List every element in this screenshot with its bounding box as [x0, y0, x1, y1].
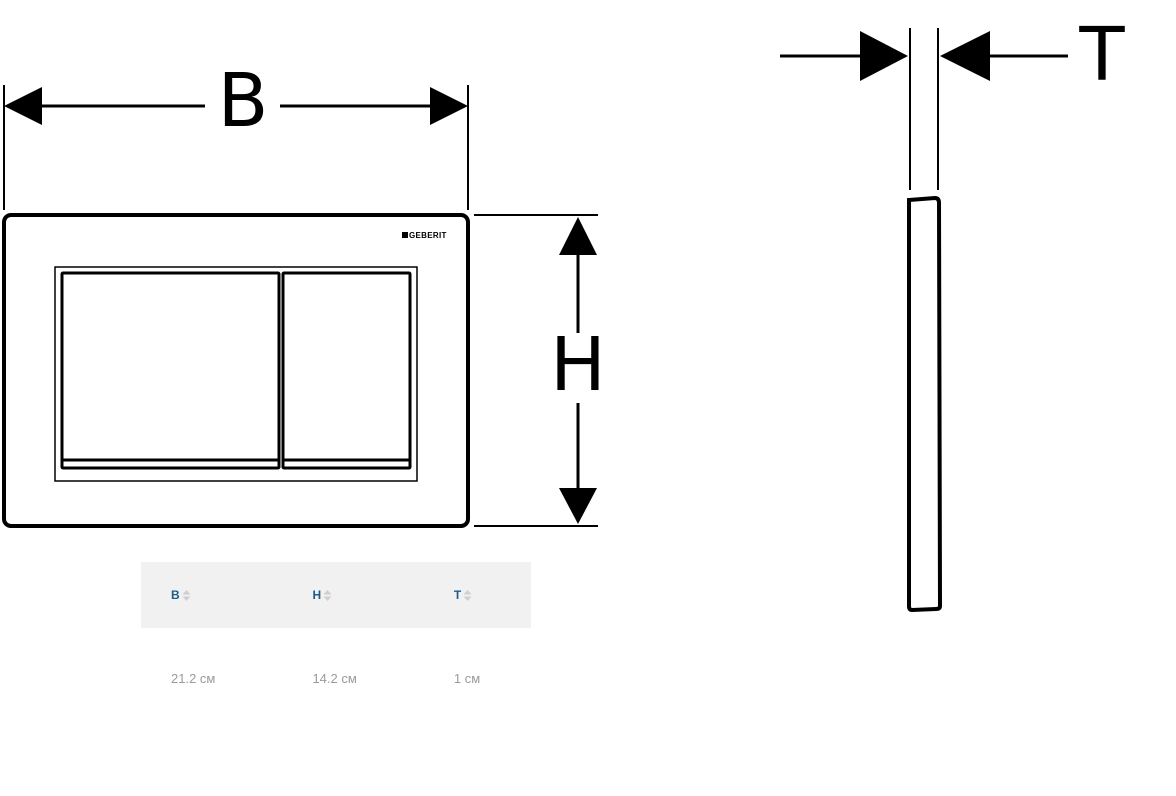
width-dimension: B — [3, 58, 469, 210]
table-header-row: B H T — [141, 562, 531, 628]
button-frame — [54, 266, 418, 482]
column-header-label: T — [453, 587, 462, 602]
cell-b-value: 21.2 см — [171, 670, 216, 686]
flush-plate-side-profile — [907, 195, 943, 613]
height-arrow-top — [559, 217, 597, 255]
column-header-t[interactable]: T — [423, 562, 531, 628]
width-arrow-left — [4, 87, 42, 125]
width-label: B — [218, 58, 269, 144]
width-arrow-right — [430, 87, 468, 125]
cell-h-value: 14.2 см — [312, 670, 357, 686]
sort-icon[interactable] — [463, 589, 472, 602]
cell-t-value: 1 см — [453, 670, 481, 686]
brand-logo-square — [402, 232, 408, 238]
dimensions-table: B H T 21.2 см 14.2 см 1 см — [141, 562, 531, 728]
plate-outline — [2, 213, 470, 528]
small-flush-button — [281, 271, 412, 470]
height-arrow-bottom — [559, 488, 597, 524]
column-header-h[interactable]: H — [282, 562, 424, 628]
sort-icon[interactable] — [182, 589, 191, 602]
height-dimension: H — [474, 214, 606, 527]
large-flush-button — [60, 271, 281, 470]
flush-plate-front: GEBERIT — [2, 213, 470, 528]
thickness-arrow-left — [860, 31, 908, 81]
table-row: 21.2 см 14.2 см 1 см — [141, 628, 531, 728]
thickness-dimension: T — [780, 12, 1125, 190]
column-header-b[interactable]: B — [141, 562, 283, 628]
sort-icon[interactable] — [323, 589, 332, 602]
height-label: H — [550, 322, 606, 408]
thickness-arrow-right — [940, 31, 990, 81]
column-header-label: B — [171, 587, 180, 602]
brand-logo: GEBERIT — [409, 231, 447, 240]
thickness-label: T — [1078, 12, 1125, 98]
column-header-label: H — [312, 587, 322, 602]
